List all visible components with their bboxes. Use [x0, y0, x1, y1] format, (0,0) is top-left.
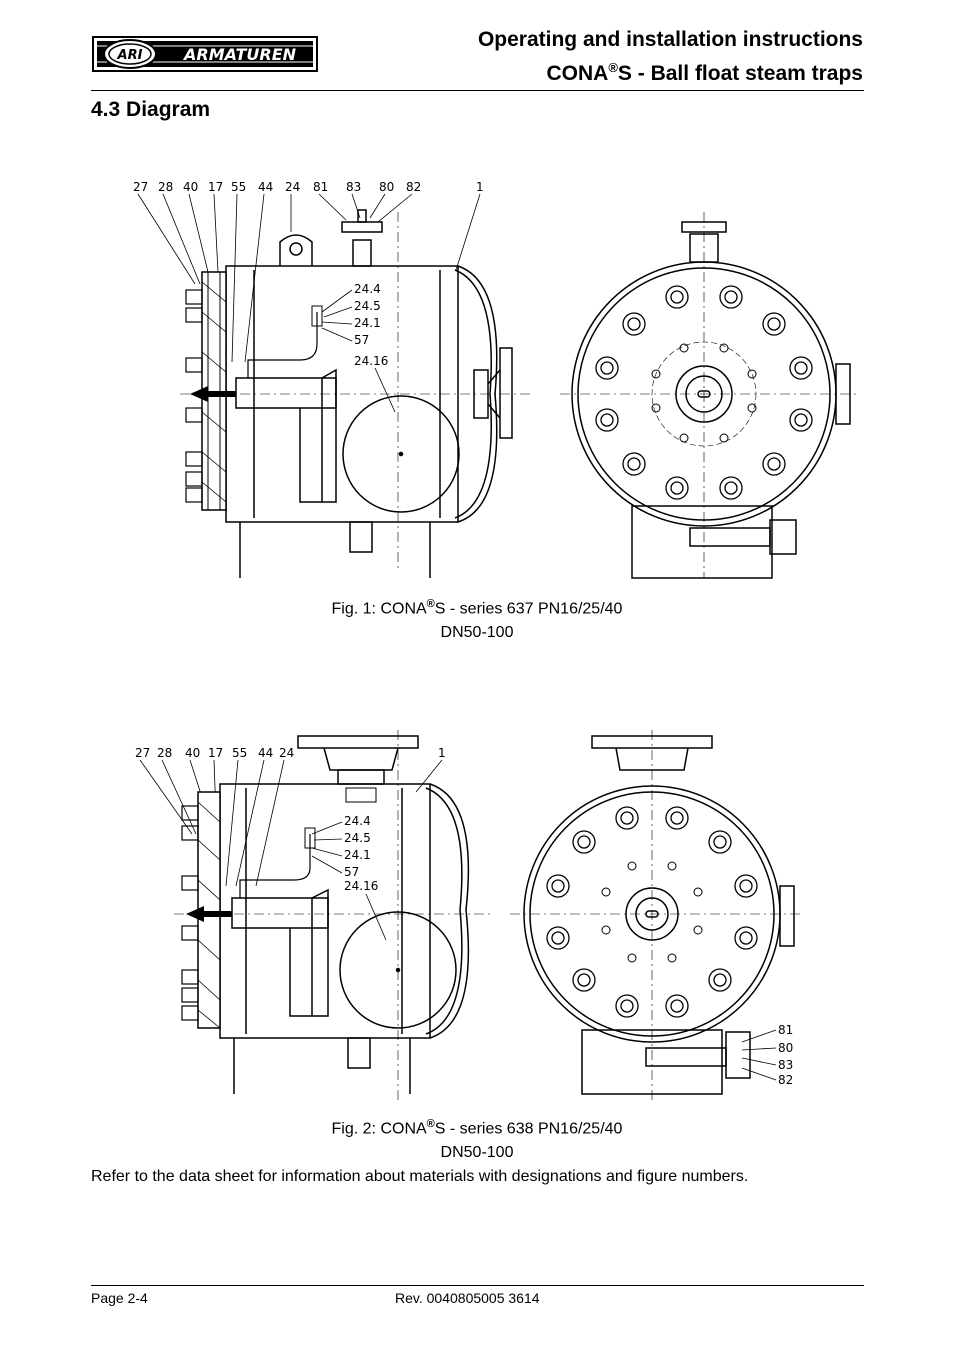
footer-rule: [91, 1285, 864, 1286]
label-24-4: 24.4: [344, 814, 371, 828]
label-24-4: 24.4: [354, 282, 381, 296]
label-24: 24: [285, 180, 300, 194]
figure-2-drawing: 27 28 40 17 55 44 24 1 24.4 24.5 24.1 57…: [135, 730, 800, 1100]
label-40: 40: [185, 746, 200, 760]
label-55: 55: [231, 180, 246, 194]
outlet-arrow: [190, 386, 236, 402]
label-24: 24: [279, 746, 294, 760]
label-44: 44: [258, 746, 273, 760]
label-57: 57: [344, 865, 359, 879]
figure-2-front-view: [510, 730, 800, 1100]
label-27: 27: [133, 180, 148, 194]
label-81: 81: [313, 180, 328, 194]
label-57: 57: [354, 333, 369, 347]
figure-1-float-ball: [342, 395, 460, 513]
label-17: 17: [208, 180, 223, 194]
figure-1-caption: Fig. 1: CONA®S - series 637 PN16/25/40 D…: [0, 592, 954, 645]
revision-number: Rev. 0040805005 3614: [395, 1290, 540, 1306]
label-82: 82: [778, 1073, 793, 1087]
reference-note: Refer to the data sheet for information …: [91, 1168, 749, 1185]
label-80: 80: [379, 180, 394, 194]
figure-2-part-labels: 27 28 40 17 55 44 24 1 24.4 24.5 24.1 57…: [135, 746, 793, 1087]
figure-1-drawing: 27 28 40 17 55 44 24 81 83 80 82 1 24.4 …: [133, 180, 860, 579]
title-line-1: Operating and installation instructions: [477, 28, 863, 51]
label-80: 80: [778, 1041, 793, 1055]
figure-2-caption-line-2: DN50-100: [440, 1144, 514, 1162]
document-title: Operating and installation instructions …: [478, 26, 863, 88]
ari-armaturen-logo: ARI ARMATUREN: [92, 36, 318, 72]
figure-1-caption-line-2: DN50-100: [440, 624, 514, 642]
header-rule: [91, 90, 864, 91]
figure-1-part-labels: 27 28 40 17 55 44 24 81 83 80 82 1 24.4 …: [133, 180, 484, 368]
svg-text:ARI: ARI: [117, 48, 143, 63]
label-17: 17: [208, 746, 223, 760]
label-40: 40: [183, 180, 198, 194]
label-83: 83: [778, 1058, 793, 1072]
label-24-5: 24.5: [354, 299, 381, 313]
label-24-16: 24.16: [344, 879, 378, 893]
label-24-1: 24.1: [344, 848, 371, 862]
page-number: Page 2-4: [91, 1290, 148, 1306]
label-24-16: 24.16: [354, 354, 388, 368]
label-1: 1: [438, 746, 446, 760]
label-28: 28: [157, 746, 172, 760]
label-1: 1: [476, 180, 484, 194]
label-83: 83: [346, 180, 361, 194]
title-line-2: CONA®S - Ball float steam traps: [546, 60, 863, 85]
label-24-5: 24.5: [344, 831, 371, 845]
label-44: 44: [258, 180, 273, 194]
figure-2-caption-line-1: Fig. 2: CONA®S - series 638 PN16/25/40: [331, 1118, 623, 1138]
section-heading: 4.3 Diagram: [91, 98, 211, 121]
label-27: 27: [135, 746, 150, 760]
logo-text: ARMATUREN: [182, 45, 297, 64]
figure-1-front-view: [560, 212, 860, 579]
label-81: 81: [778, 1023, 793, 1037]
label-55: 55: [232, 746, 247, 760]
label-28: 28: [158, 180, 173, 194]
figure-2-caption: Fig. 2: CONA®S - series 638 PN16/25/40 D…: [0, 1112, 954, 1165]
label-82: 82: [406, 180, 421, 194]
label-24-1: 24.1: [354, 316, 381, 330]
figure-1-caption-line-1: Fig. 1: CONA®S - series 637 PN16/25/40: [331, 598, 623, 618]
